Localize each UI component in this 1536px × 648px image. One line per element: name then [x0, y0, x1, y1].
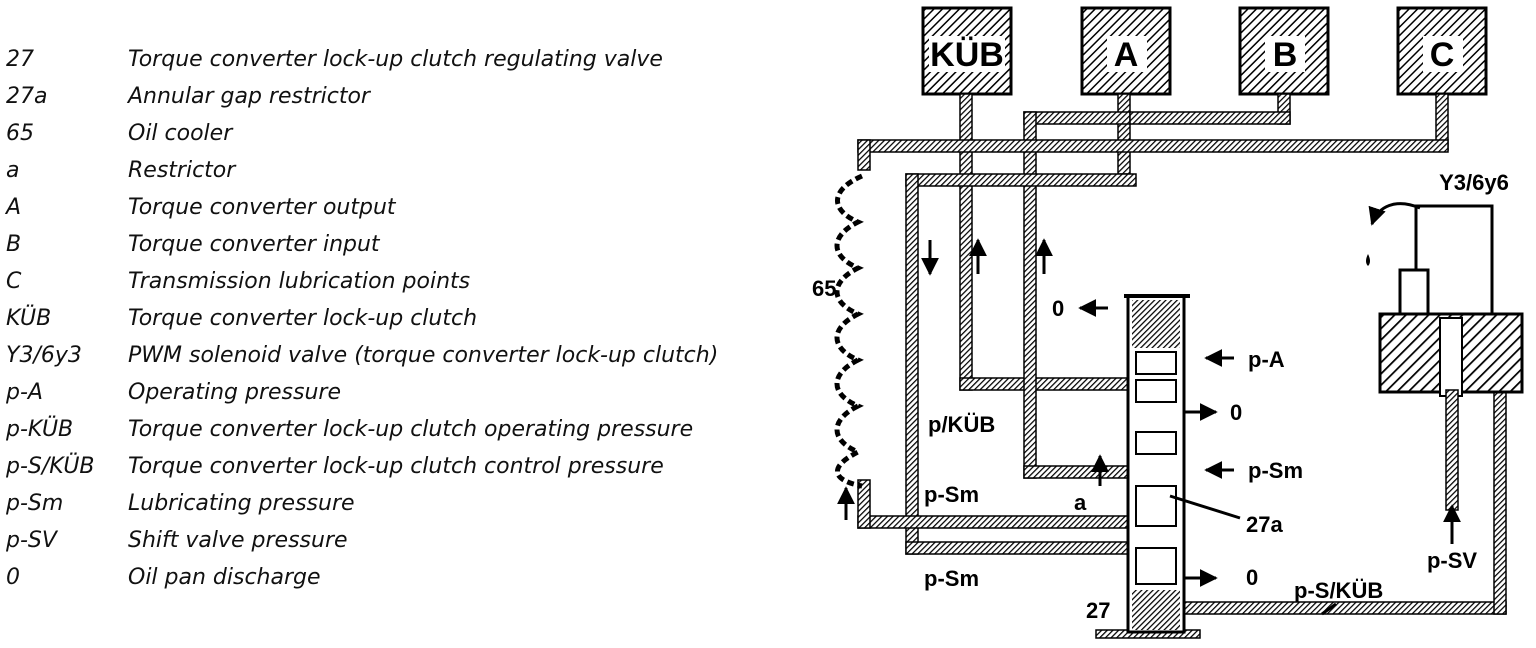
box-kub: KÜB: [921, 6, 1013, 96]
legend-description: Torque converter output: [128, 195, 396, 220]
legend-code: A: [6, 195, 22, 220]
label-pskub: p-S/KÜB: [1294, 578, 1383, 603]
legend-code: 27a: [6, 84, 48, 109]
solenoid-valve: [1366, 202, 1524, 511]
oil-cooler-coil: [834, 173, 864, 489]
label-psm-upper: p-Sm: [924, 482, 979, 507]
legend-code: p-KÜB: [6, 417, 74, 442]
legend-item: p-SV Shift valve pressure: [6, 522, 806, 559]
legend-item: 27a Annular gap restrictor: [6, 78, 806, 115]
legend-description: Oil cooler: [128, 121, 233, 146]
legend-code: p-Sm: [6, 491, 64, 516]
legend-item: p-KÜB Torque converter lock-up clutch op…: [6, 411, 806, 448]
legend-code: p-SV: [6, 528, 57, 553]
legend-code: p-A: [6, 380, 43, 405]
legend-description: Annular gap restrictor: [128, 84, 370, 109]
legend-code: 0: [6, 565, 20, 590]
legend-description: Torque converter lock-up clutch control …: [128, 454, 664, 479]
label-valve: 27: [1086, 598, 1110, 623]
legend-item: Y3/6y3 PWM solenoid valve (torque conver…: [6, 337, 806, 374]
box-a: A: [1080, 6, 1172, 96]
label-psm-lower: p-Sm: [924, 566, 979, 591]
label-solenoid: Y3/6y6: [1439, 170, 1509, 195]
box-b: B: [1238, 6, 1330, 96]
box-c: C: [1396, 6, 1488, 96]
legend-item: p-Sm Lubricating pressure: [6, 485, 806, 522]
flow-arrows: [837, 238, 1461, 616]
legend-item: 65 Oil cooler: [6, 115, 806, 152]
legend-code: 27: [6, 47, 34, 72]
legend-item: B Torque converter input: [6, 226, 806, 263]
label-psv: p-SV: [1427, 548, 1477, 573]
legend-item: 27 Torque converter lock-up clutch regul…: [6, 41, 806, 78]
legend-code: 65: [6, 121, 34, 146]
legend-code: C: [6, 269, 22, 294]
legend-description: Torque converter lock-up clutch regulati…: [128, 47, 663, 72]
label-cooler: 65: [812, 276, 836, 301]
legend-item: 0 Oil pan discharge: [6, 559, 806, 596]
box-b-label: B: [1273, 36, 1298, 74]
label-restrictor: a: [1074, 490, 1087, 515]
legend-description: Restrictor: [128, 158, 236, 183]
oil-lines: [857, 93, 1507, 639]
label-zero-mid: 0: [1230, 400, 1242, 425]
legend-description: Transmission lubrication points: [128, 269, 471, 294]
legend-description: Shift valve pressure: [128, 528, 348, 553]
box-a-label: A: [1114, 36, 1139, 74]
legend-item: p-A Operating pressure: [6, 374, 806, 411]
valve-27: [1124, 294, 1190, 634]
label-psm-right: p-Sm: [1248, 458, 1303, 483]
legend-description: Torque converter lock-up clutch: [128, 306, 478, 331]
legend-item: a Restrictor: [6, 152, 806, 189]
legend-code: a: [6, 158, 20, 183]
label-zero-bottom: 0: [1246, 565, 1258, 590]
label-restrictor-annular: 27a: [1246, 512, 1283, 537]
legend-description: Oil pan discharge: [128, 565, 321, 590]
legend-code: KÜB: [6, 306, 52, 331]
legend-description: Lubricating pressure: [128, 491, 355, 516]
legend-item: C Transmission lubrication points: [6, 263, 806, 300]
legend-code: Y3/6y3: [6, 343, 82, 368]
legend-code: B: [6, 232, 22, 257]
label-pa: p-A: [1248, 347, 1285, 372]
box-kub-label: KÜB: [930, 36, 1004, 74]
legend-description: Operating pressure: [128, 380, 341, 405]
legend: 27 Torque converter lock-up clutch regul…: [6, 41, 806, 596]
legend-description: Torque converter lock-up clutch operatin…: [128, 417, 694, 442]
label-pkub: p/KÜB: [928, 412, 995, 437]
legend-description: PWM solenoid valve (torque converter loc…: [128, 343, 719, 368]
label-zero-top: 0: [1052, 296, 1064, 321]
legend-item: KÜB Torque converter lock-up clutch: [6, 300, 806, 337]
legend-description: Torque converter input: [128, 232, 380, 257]
box-c-label: C: [1430, 36, 1455, 74]
legend-code: p-S/KÜB: [6, 454, 95, 479]
legend-item: p-S/KÜB Torque converter lock-up clutch …: [6, 448, 806, 485]
legend-item: A Torque converter output: [6, 189, 806, 226]
